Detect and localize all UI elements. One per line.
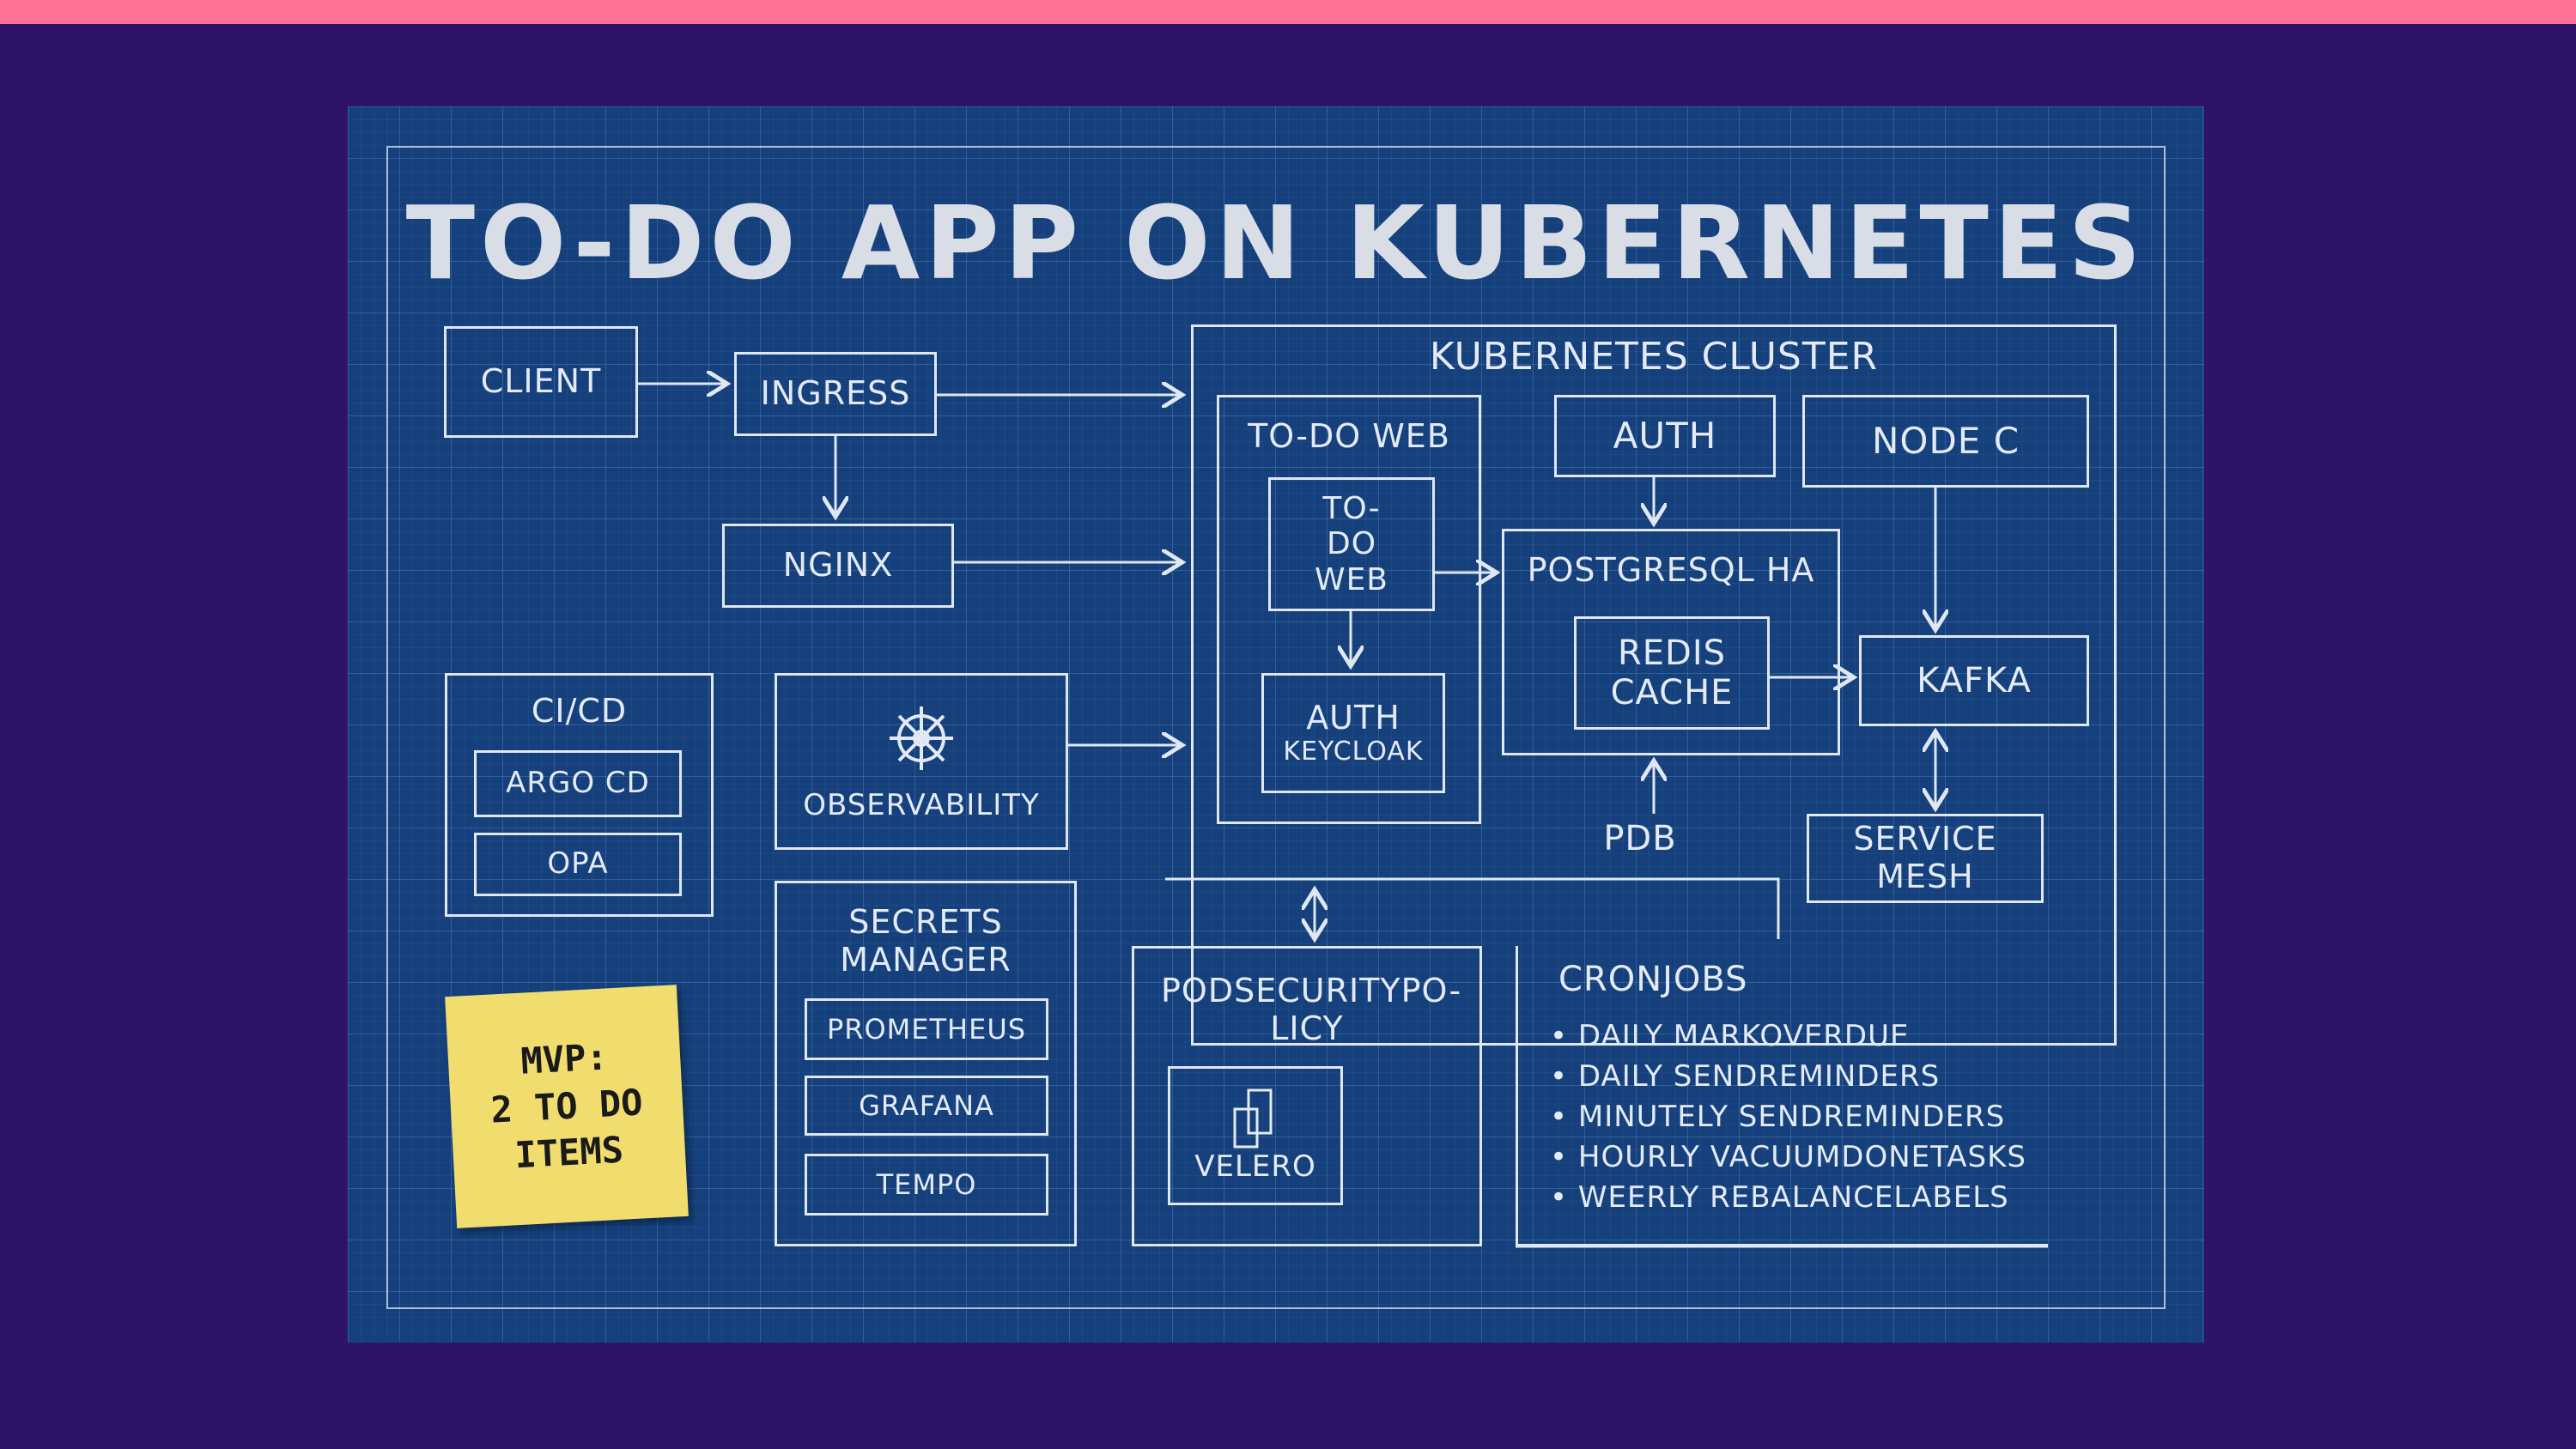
helm-wheel-icon <box>890 706 953 771</box>
auth-keycloak-title: AUTH <box>1306 698 1400 737</box>
backup-icon <box>1233 1088 1273 1149</box>
diagram-frame <box>386 146 2166 1309</box>
postgresql-ha-label: POSTGRESQL HA <box>1527 551 1815 589</box>
cicd-title: CI/CD <box>531 692 628 730</box>
cronjobs-list: DAILY MARKOVERDUE DAILY SENDREMINDERS MI… <box>1550 1016 2026 1218</box>
podsecuritypolicy-title: PODSECURITYPO-LICY <box>1161 972 1462 1047</box>
todo-web-node[interactable]: TO-DO WEB <box>1268 477 1435 611</box>
ingress-node[interactable]: INGRESS <box>734 352 937 436</box>
velero-node[interactable]: VELERO <box>1168 1066 1343 1205</box>
argo-cd-node[interactable]: ARGO CD <box>474 750 682 817</box>
client-node[interactable]: CLIENT <box>444 326 638 438</box>
auth-keycloak-subtitle: KEYCLOAK <box>1283 736 1424 767</box>
sticky-line: 2 TO DO <box>489 1081 644 1131</box>
cronjob-item: HOURLY VACUUMDONETASKS <box>1550 1137 2026 1178</box>
tempo-node[interactable]: TEMPO <box>805 1154 1048 1216</box>
velero-label: VELERO <box>1194 1149 1316 1185</box>
observability-node[interactable]: OBSERVABILITY <box>775 673 1068 850</box>
mvp-sticky-note: MVP: 2 TO DO ITEMS <box>445 985 689 1228</box>
redis-cache-node[interactable]: REDIS CACHE <box>1574 616 1770 730</box>
sticky-line: MVP: <box>519 1035 609 1082</box>
todo-web-label: TO-DO WEB <box>1314 490 1389 597</box>
secrets-manager-title: SECRETS MANAGER <box>840 903 1012 979</box>
redis-cache-label: REDIS CACHE <box>1610 634 1734 712</box>
cronjob-item: WEERLY REBALANCELABELS <box>1550 1178 2026 1218</box>
sticky-line: ITEMS <box>513 1128 625 1177</box>
todo-web-group-title: TO-DO WEB <box>1248 417 1450 455</box>
secrets-manager-group: SECRETS MANAGER <box>775 881 1077 1246</box>
node-c-node[interactable]: NODE C <box>1802 395 2089 488</box>
cronjob-item: DAILY MARKOVERDUE <box>1550 1016 2026 1057</box>
cronjobs-title: CRONJOBS <box>1558 960 1748 999</box>
podsecuritypolicy-group: PODSECURITYPO-LICY <box>1132 946 1482 1246</box>
opa-node[interactable]: OPA <box>474 833 682 896</box>
observability-label: OBSERVABILITY <box>803 788 1040 823</box>
diagram-title: TO-DO APP ON KUBERNETES <box>405 184 2147 302</box>
kafka-node[interactable]: KAFKA <box>1859 635 2089 726</box>
cronjob-item: MINUTELY SENDREMINDERS <box>1550 1097 2026 1137</box>
todo-web-group: TO-DO WEB <box>1217 395 1481 824</box>
grafana-node[interactable]: GRAFANA <box>805 1076 1048 1136</box>
cronjob-item: DAILY SENDREMINDERS <box>1550 1057 2026 1097</box>
pdb-label: PDB <box>1603 819 1677 858</box>
blueprint-diagram: TO-DO APP ON KUBERNETES CLIENT INGRESS N… <box>348 106 2204 1343</box>
prometheus-node[interactable]: PROMETHEUS <box>805 998 1048 1060</box>
auth-node[interactable]: AUTH <box>1554 395 1776 477</box>
postgresql-ha-group[interactable]: POSTGRESQL HA <box>1502 529 1840 755</box>
service-mesh-node[interactable]: SERVICE MESH <box>1807 814 2044 903</box>
nginx-node[interactable]: NGINX <box>722 524 954 608</box>
auth-keycloak-node[interactable]: AUTH KEYCLOAK <box>1261 673 1445 793</box>
cicd-group: CI/CD <box>445 673 714 917</box>
cluster-title: KUBERNETES CLUSTER <box>1429 335 1879 379</box>
top-accent-bar <box>0 0 2576 24</box>
